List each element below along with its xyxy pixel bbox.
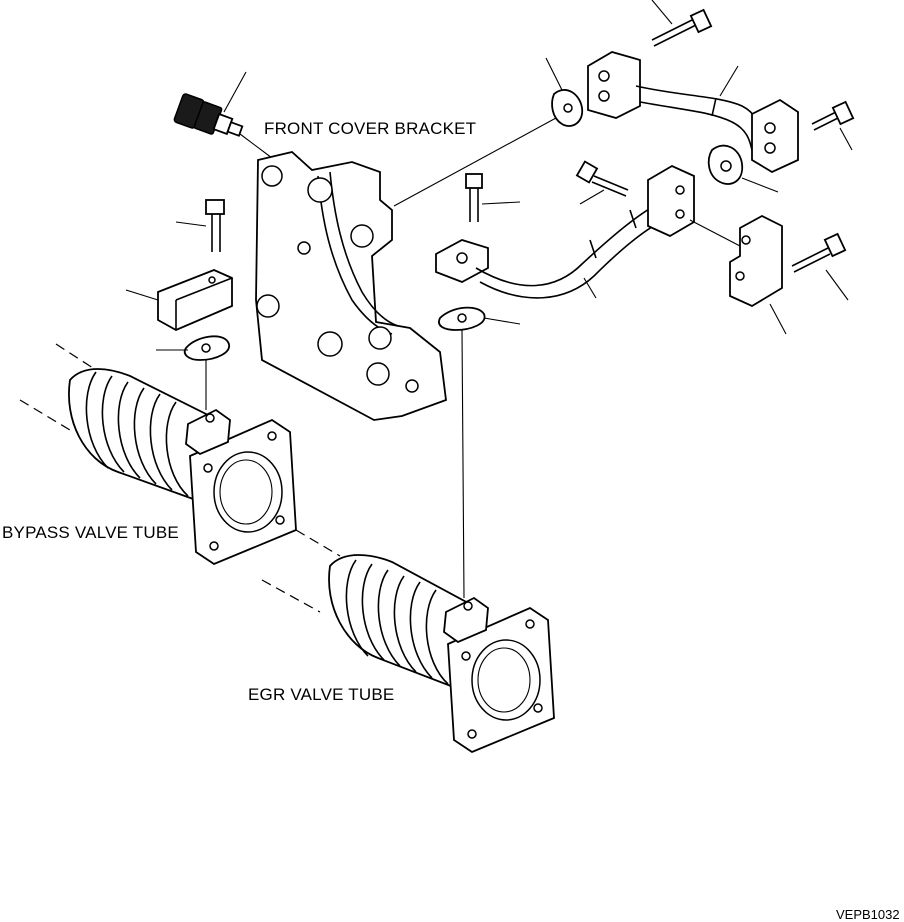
front-cover-bracket-label: FRONT COVER BRACKET: [264, 119, 477, 138]
left-block-part: [157, 269, 233, 332]
right-block-part: [729, 214, 783, 308]
left-bolt-part: [205, 199, 225, 252]
sensor-alignment-line: [239, 133, 273, 159]
upper-tube-leader-line: [719, 65, 739, 97]
lower-tube-alignment: [689, 219, 741, 247]
left-block-leader: [125, 289, 159, 301]
lower-oil-tube-part: [435, 164, 695, 299]
left-bolt-leader: [175, 221, 207, 227]
right-upper-bolt-part: [811, 100, 855, 131]
upper-oil-tube-part: [587, 51, 799, 174]
sensor-leader-line: [223, 71, 247, 113]
right-lower-bolt-part: [791, 232, 847, 273]
center-right-bolt-part: [575, 160, 629, 197]
right-upper-bolt-leader: [839, 127, 853, 151]
center-right-bolt-leader: [579, 189, 605, 205]
upper-gasket-alignment: [393, 117, 557, 207]
center-bolt-part: [465, 173, 483, 222]
center-gasket-leader: [483, 317, 521, 325]
front-cover-bracket-part: [255, 151, 447, 421]
right-block-leader: [769, 303, 787, 335]
center-gasket-part: [438, 306, 486, 331]
upper-bolt-leader-line: [651, 0, 673, 25]
center-gasket-alignment: [461, 329, 465, 599]
egr-valve-tube-part: [261, 529, 555, 754]
upper-gasket-leader: [545, 57, 563, 91]
lower-tube-leader-line: [583, 277, 597, 299]
bypass-valve-tube-label: BYPASS VALVE TUBE: [2, 523, 179, 542]
right-lower-bolt-leader: [825, 269, 849, 301]
center-bolt-leader: [481, 201, 521, 205]
drawing-code-label: VEPB1032: [836, 907, 900, 922]
upper-bolt-part: [651, 8, 713, 47]
bypass-valve-tube-part: [19, 343, 297, 566]
left-gasket-part: [183, 335, 231, 361]
egr-valve-tube-label: EGR VALVE TUBE: [248, 685, 395, 704]
sensor-part: [173, 93, 244, 137]
right-gasket-part: [707, 144, 744, 185]
right-gasket-leader: [741, 177, 779, 193]
upper-gasket-part: [551, 89, 584, 127]
